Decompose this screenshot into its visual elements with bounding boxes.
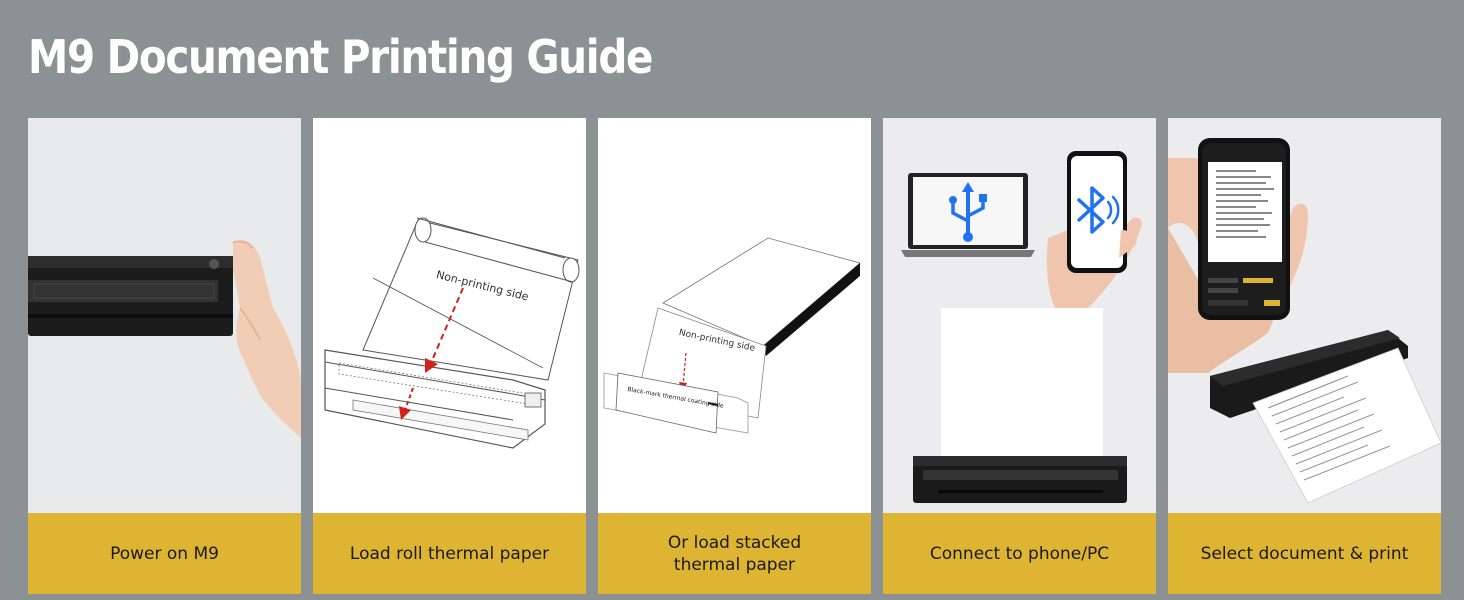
caption-line: Or load stacked — [667, 532, 802, 553]
page-title: M9 Document Printing Guide — [28, 30, 653, 84]
step-caption: Connect to phone/PC — [883, 513, 1156, 594]
step-illustration — [28, 118, 301, 513]
printer-power-icon — [28, 240, 301, 438]
step-caption: Power on M9 — [28, 513, 301, 594]
step-caption: Select document & print — [1168, 513, 1441, 594]
step-card-load-stacked: Non-printing side Black-mark thermal coa… — [598, 118, 871, 594]
usb-icon — [949, 182, 987, 242]
step-card-load-roll: Non-printing side Load roll thermal pape… — [313, 118, 586, 594]
caption-line: thermal paper — [673, 554, 796, 575]
stacked-paper-icon — [603, 237, 861, 434]
step-illustration — [1168, 118, 1441, 513]
step-illustration: Non-printing side — [313, 118, 586, 513]
connect-illustration — [901, 151, 1142, 503]
step-card-connect: Connect to phone/PC — [883, 118, 1156, 594]
bluetooth-icon — [1077, 186, 1120, 234]
step-card-power-on: Power on M9 — [28, 118, 301, 594]
step-card-select-print: Select document & print — [1168, 118, 1441, 594]
step-illustration: Non-printing side Black-mark thermal coa… — [598, 118, 871, 513]
roll-paper-icon — [324, 217, 580, 449]
step-illustration — [883, 118, 1156, 513]
phone-print-icon — [1168, 138, 1441, 504]
step-caption: Load roll thermal paper — [313, 513, 586, 594]
step-caption: Or load stacked thermal paper — [598, 513, 871, 594]
